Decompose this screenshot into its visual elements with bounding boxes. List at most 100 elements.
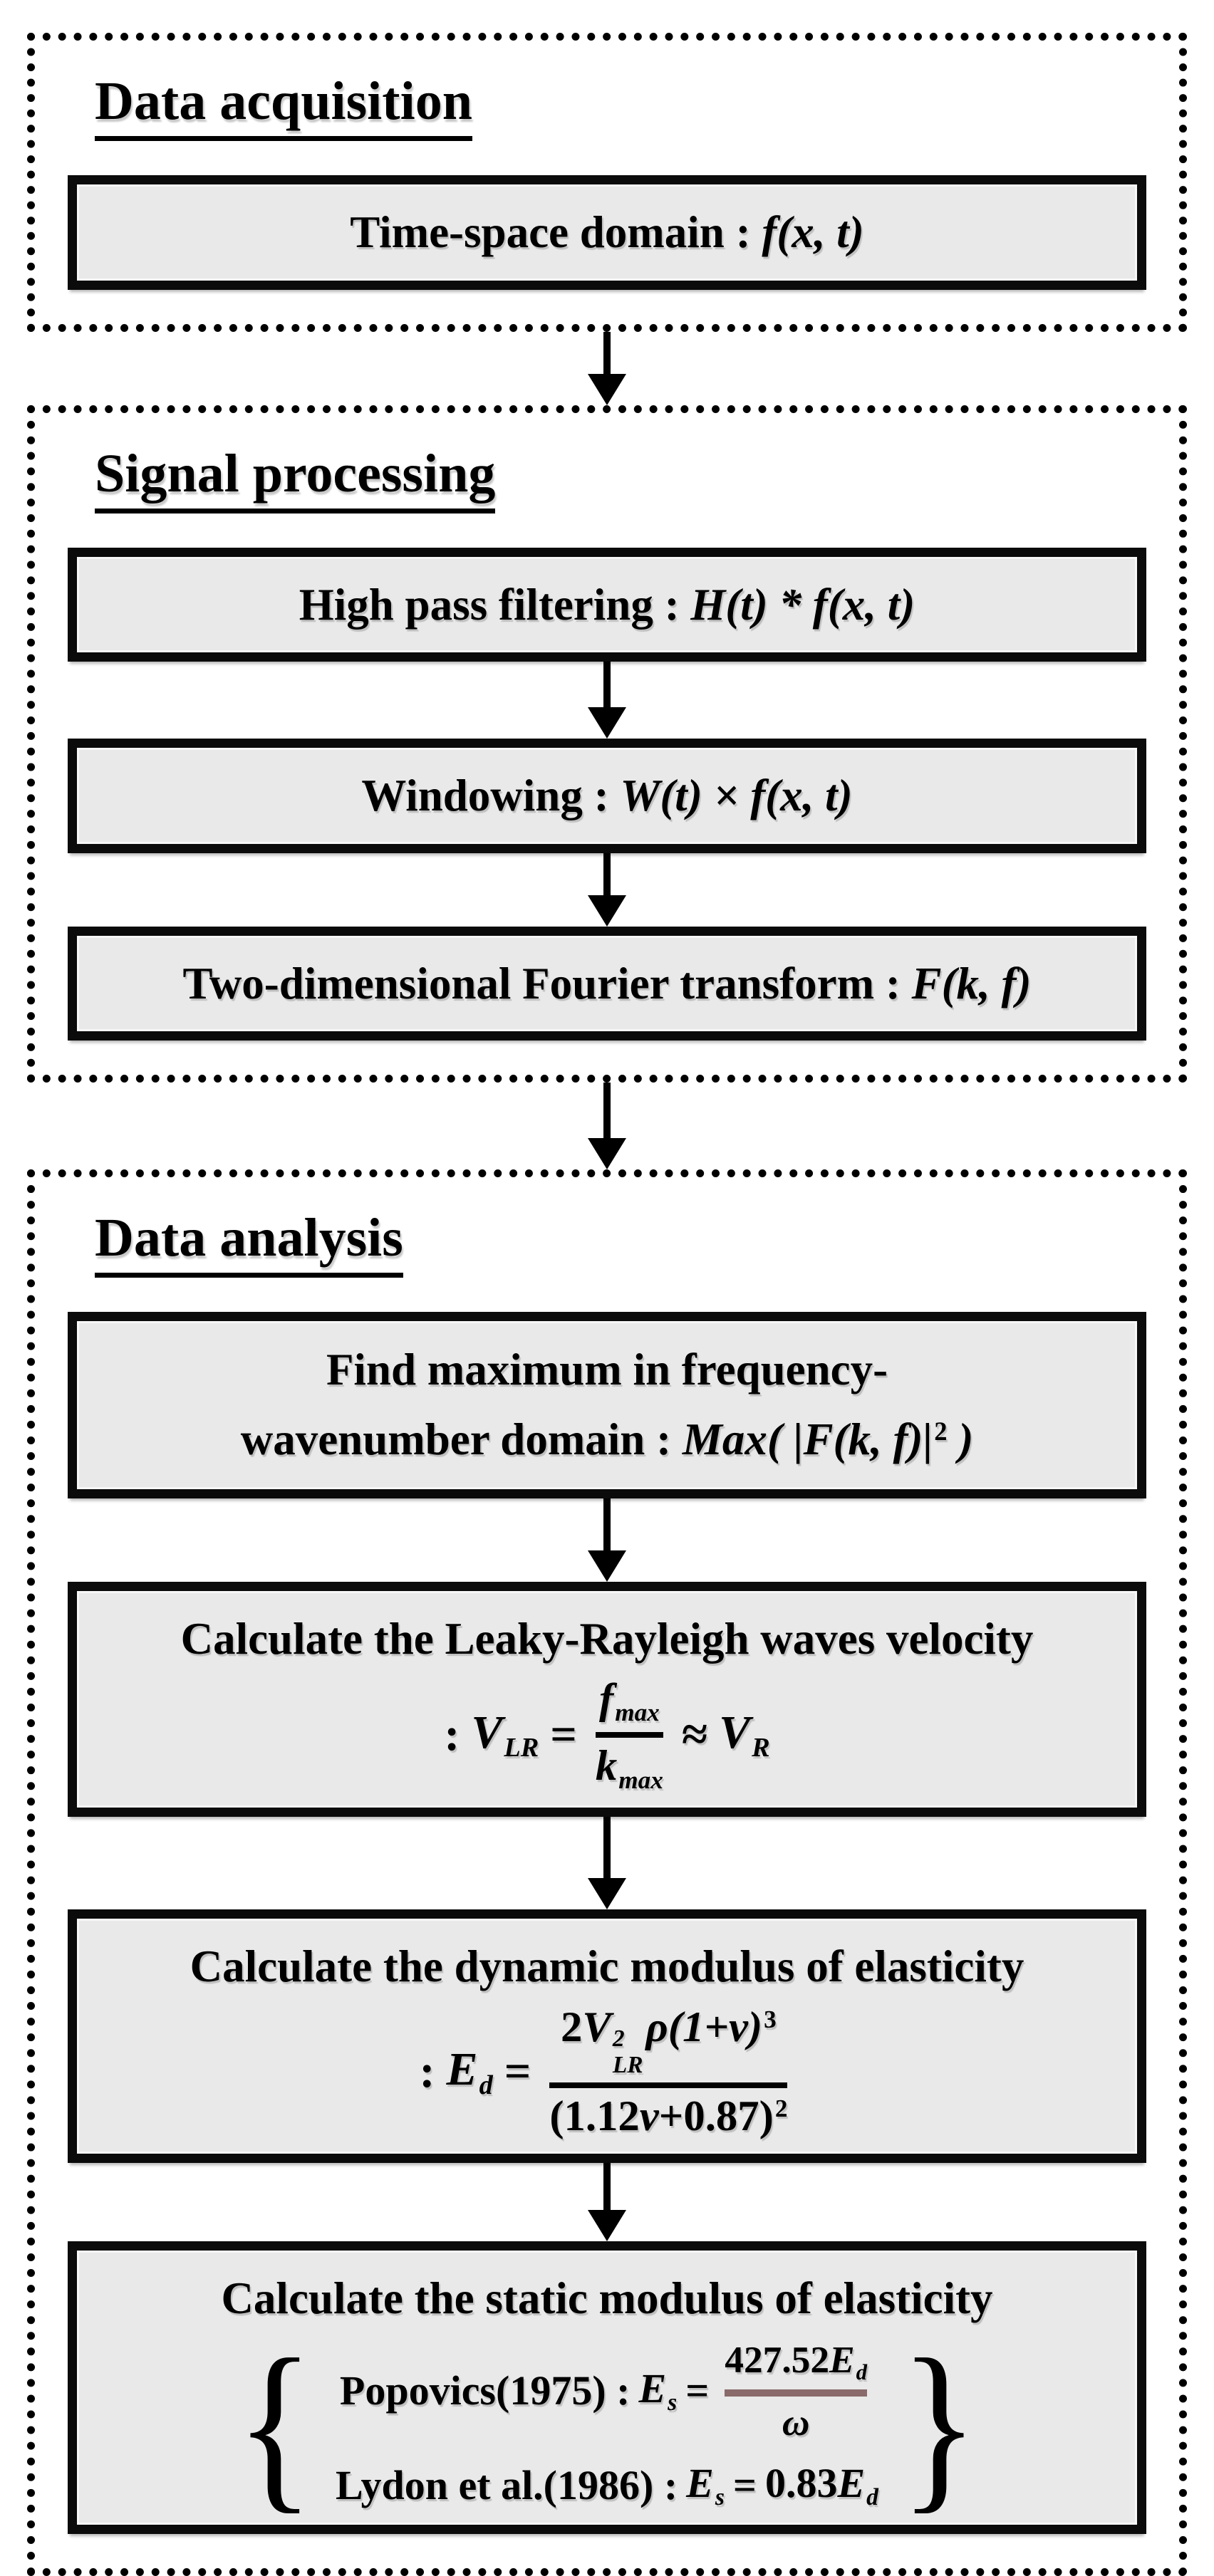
node-math: W(t) × f(x, t) xyxy=(620,771,853,821)
node-windowing: Windowing : W(t) × f(x, t) xyxy=(68,739,1146,853)
subscript-lr: LR xyxy=(504,1733,539,1763)
equation-rows: Popovics(1975) : Es = 427.52Ed ω Lydon e… xyxy=(336,2340,878,2510)
node-dynamic-modulus: Calculate the dynamic modulus of elastic… xyxy=(68,1909,1146,2164)
node-text: Time-space domain : xyxy=(350,207,762,258)
lhs: Es xyxy=(638,2366,677,2416)
subscript-r: R xyxy=(752,1733,770,1763)
node-math-close: ) xyxy=(947,1414,974,1464)
node-line1: Calculate the Leaky-Rayleigh waves veloc… xyxy=(180,1613,1034,1664)
node-line1: Find maximum in frequency- xyxy=(326,1345,888,1395)
arrow-head xyxy=(588,1138,626,1170)
fraction-denominator: (1.12v+0.87)2 xyxy=(549,2094,787,2139)
subscript-d: d xyxy=(866,2483,878,2510)
node-time-space-domain: Time-space domain : f(x, t) xyxy=(68,175,1146,290)
arrow-shaft xyxy=(603,1083,611,1139)
fraction-bar xyxy=(549,2082,788,2089)
subscript-s: s xyxy=(668,2389,678,2416)
node-text: Two-dimensional Fourier transform : xyxy=(182,958,912,1008)
node-static-modulus: Calculate the static modulus of elastici… xyxy=(68,2241,1146,2534)
arrow-down-icon xyxy=(588,1817,626,1910)
connector-windowing-to-fourier xyxy=(68,852,1146,927)
left-brace: { xyxy=(235,2320,315,2530)
superscript-2: 2 xyxy=(612,2025,625,2052)
node-label: Time-space domain : f(x, t) xyxy=(350,199,864,266)
arrow-down-icon xyxy=(588,662,626,739)
fraction-bar xyxy=(595,1732,663,1738)
symbol-v: V xyxy=(582,2003,611,2051)
node-label: Two-dimensional Fourier transform : F(k,… xyxy=(182,950,1031,1018)
fraction: fmax kmax xyxy=(595,1677,663,1793)
lhs: Es xyxy=(686,2461,725,2510)
node-line2: wavenumber domain : Max( |F(k, f)|2 ) xyxy=(241,1405,974,1475)
section-title-data-analysis: Data analysis xyxy=(95,1209,403,1278)
node-text: wavenumber domain : xyxy=(240,1414,683,1464)
arrow-shaft xyxy=(603,852,611,895)
subscript-d: d xyxy=(856,2359,868,2384)
section-title-signal-processing: Signal processing xyxy=(95,444,496,513)
node-line1: Calculate the static modulus of elastici… xyxy=(221,2273,993,2324)
arrow-shaft xyxy=(603,662,611,708)
connector-highpass-to-windowing xyxy=(68,662,1146,739)
colon: : xyxy=(419,2045,435,2098)
coefficient: 0.83 xyxy=(764,2460,838,2507)
subscript-max: max xyxy=(615,1699,660,1727)
arrow-down-icon xyxy=(588,2163,626,2242)
subscript-lr: LR xyxy=(612,2052,643,2079)
node-line1: Calculate the dynamic modulus of elastic… xyxy=(190,1941,1024,1992)
lydon-equation: Lydon et al.(1986) : Es = 0.83Ed xyxy=(336,2461,878,2510)
arrow-shaft xyxy=(603,2163,611,2211)
symbol-e: E xyxy=(686,2460,714,2507)
symbol-k: k xyxy=(595,1742,618,1790)
rho-term: ρ(1+v) xyxy=(645,2003,763,2051)
arrow-head xyxy=(588,895,626,927)
equals-sign: = xyxy=(550,1708,577,1761)
symbol-v: V xyxy=(719,1706,751,1759)
flowchart-page: Data acquisition Time-space domain : f(x… xyxy=(27,33,1187,2576)
symbol-v: v xyxy=(639,2092,659,2141)
right-brace: } xyxy=(899,2320,979,2530)
equals-sign: = xyxy=(685,2367,710,2414)
arrow-head xyxy=(588,707,626,739)
fraction: 427.52Ed ω xyxy=(725,2340,868,2444)
arrow-head xyxy=(588,1550,626,1582)
lhs: Ed xyxy=(447,2044,493,2100)
equals-sign: = xyxy=(504,2045,531,2098)
node-leaky-rayleigh-velocity: Calculate the Leaky-Rayleigh waves veloc… xyxy=(68,1581,1146,1818)
den-pre: (1.12 xyxy=(549,2092,640,2141)
fraction-denominator: kmax xyxy=(596,1743,663,1793)
section-title-data-acquisition: Data acquisition xyxy=(95,72,472,142)
connector-findmax-to-velocity xyxy=(68,1498,1146,1582)
symbol-e: E xyxy=(638,2365,667,2412)
rhs: VR xyxy=(719,1706,770,1763)
connector-velocity-to-dynamic xyxy=(68,1817,1146,1910)
fraction-numerator: fmax xyxy=(599,1677,660,1726)
connector-acquisition-to-processing xyxy=(27,331,1187,405)
rhs: 0.83Ed xyxy=(765,2461,878,2510)
symbol-v: V xyxy=(471,1706,503,1759)
subscript-d: d xyxy=(479,2070,493,2100)
node-math: f(x, t) xyxy=(762,207,864,258)
node-math: H(t) * f(x, t) xyxy=(690,579,915,630)
node-text: Windowing : xyxy=(361,771,621,821)
section-signal-processing: Signal processing High pass filtering : … xyxy=(27,405,1187,1083)
arrow-down-icon xyxy=(588,1498,626,1582)
reference-label: Popovics(1975) : xyxy=(339,2367,631,2414)
subscript-max: max xyxy=(618,1766,663,1794)
arrow-shaft xyxy=(603,1817,611,1879)
equals-sign: = xyxy=(732,2462,757,2509)
node-find-maximum: Find maximum in frequency- wavenumber do… xyxy=(68,1312,1146,1498)
node-high-pass-filtering: High pass filtering : H(t) * f(x, t) xyxy=(68,547,1146,662)
approx-sign: ≈ xyxy=(681,1708,708,1761)
popovics-equation: Popovics(1975) : Es = 427.52Ed ω xyxy=(336,2340,878,2442)
arrow-down-icon xyxy=(588,1083,626,1170)
exponent-2: 2 xyxy=(774,2095,788,2123)
fraction-numerator: 427.52Ed xyxy=(725,2340,867,2384)
node-2d-fourier-transform: Two-dimensional Fourier transform : F(k,… xyxy=(68,926,1146,1041)
subscript-s: s xyxy=(715,2483,725,2510)
den-post: +0.87) xyxy=(658,2092,774,2141)
fraction-denominator: ω xyxy=(782,2401,810,2444)
section-data-acquisition: Data acquisition Time-space domain : f(x… xyxy=(27,33,1187,332)
node-math: F(k, f) xyxy=(911,958,1032,1008)
